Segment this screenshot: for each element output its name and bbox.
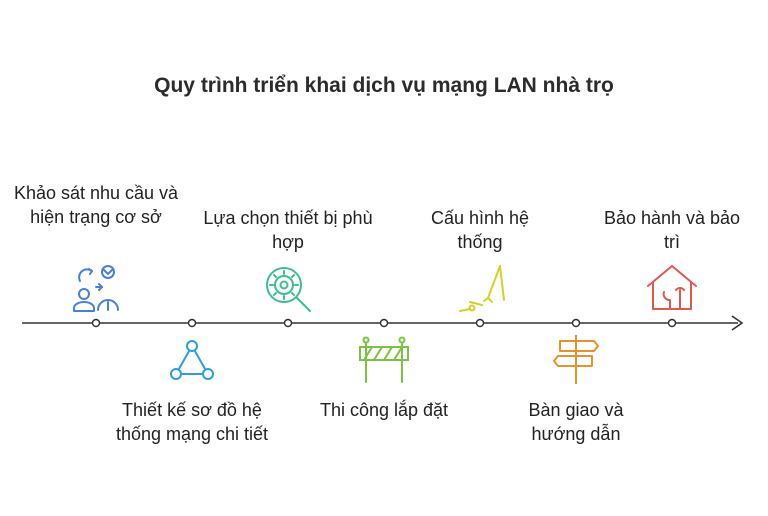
gear-search-icon: [266, 267, 311, 312]
step-label-4: Thi công lắp đặt: [319, 400, 449, 420]
timeline-marker-5: [475, 318, 485, 328]
diagram-title: Quy trình triển khai dịch vụ mạng LAN nh…: [154, 74, 614, 97]
timeline-marker-3: [283, 318, 293, 328]
timeline-markers: [91, 318, 677, 328]
timeline-marker-4: [379, 318, 389, 328]
step-label-2: Thiết kế sơ đồ hệ thống mạng chi tiết: [115, 400, 269, 444]
step-label-1: Khảo sát nhu cầu và hiện trạng cơ sở: [13, 183, 179, 227]
survey-people-icon: [73, 265, 119, 312]
compass-tool-icon: [459, 265, 505, 312]
timeline-marker-7: [667, 318, 677, 328]
step-label-6: Bàn giao và hướng dẫn: [528, 400, 624, 444]
timeline-arrowhead: [731, 315, 744, 331]
construction-barrier-icon: [359, 336, 409, 383]
signpost-icon: [553, 335, 599, 384]
step-label-3: Lựa chọn thiết bị phù hợp: [203, 208, 373, 252]
timeline-marker-2: [187, 318, 197, 328]
home-repair-icon: [647, 265, 697, 310]
network-triangle-icon: [170, 340, 214, 380]
step-label-5: Cấu hình hệ thống: [430, 208, 530, 252]
timeline-marker-1: [91, 318, 101, 328]
step-label-7: Bảo hành và bảo trì: [603, 208, 741, 252]
timeline-marker-6: [571, 318, 581, 328]
